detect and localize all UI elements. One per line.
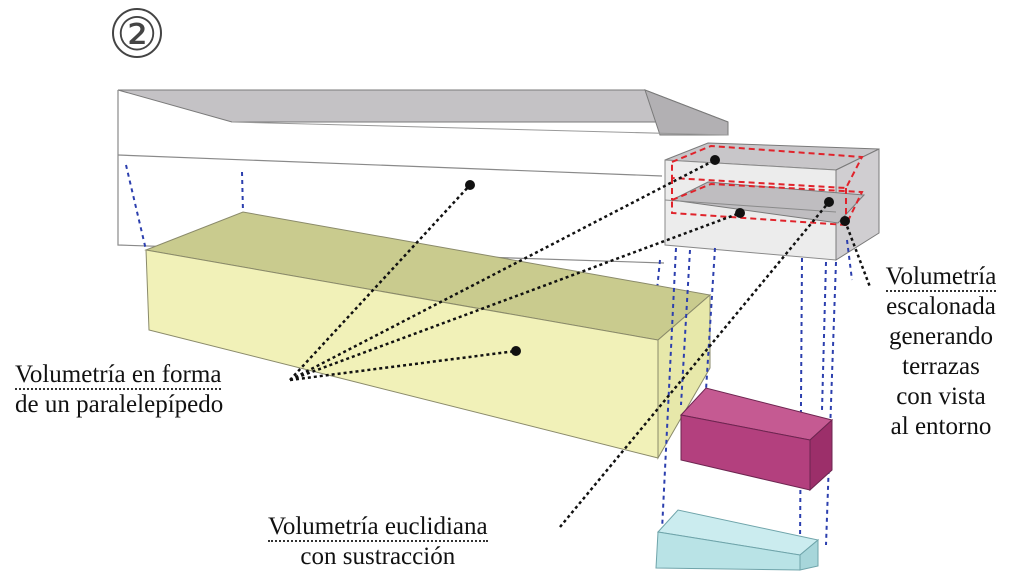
- leader-lines: [289, 158, 872, 528]
- label-euclidiana-line2: con sustracción: [300, 543, 456, 570]
- yellow-prism: [144, 211, 712, 460]
- label-paralelepipedo-line2: de un paralelepípedo: [15, 391, 224, 418]
- magenta-volume: [680, 387, 834, 492]
- cyan-volume: [655, 509, 820, 571]
- step-marker: ②: [112, 8, 162, 60]
- projection-lines-right: [661, 239, 853, 546]
- leader-dots: [465, 155, 850, 356]
- main-slab-top-face: [117, 89, 729, 123]
- label-paralelepipedo: Volumetría en forma de un paralelepípedo: [15, 360, 223, 420]
- label-escalonada-line6: al entorno: [890, 413, 992, 440]
- label-escalonada-line2: escalonada: [886, 293, 996, 320]
- label-euclidiana: Volumetría euclidiana con sustracción: [268, 512, 488, 572]
- step-marker-text: ②: [116, 8, 157, 60]
- label-escalonada-line5: con vista: [896, 383, 986, 410]
- label-paralelepipedo-line1: Volumetría en forma: [15, 361, 222, 390]
- label-euclidiana-line1: Volumetría euclidiana: [268, 513, 488, 542]
- label-escalonada-line1: Volumetría: [885, 263, 997, 292]
- label-escalonada: Volumetría escalonada generando terrazas…: [866, 262, 1016, 442]
- label-escalonada-line4: terrazas: [902, 353, 980, 380]
- yellow-prism-side: [657, 293, 711, 460]
- label-escalonada-line3: generando: [888, 323, 994, 350]
